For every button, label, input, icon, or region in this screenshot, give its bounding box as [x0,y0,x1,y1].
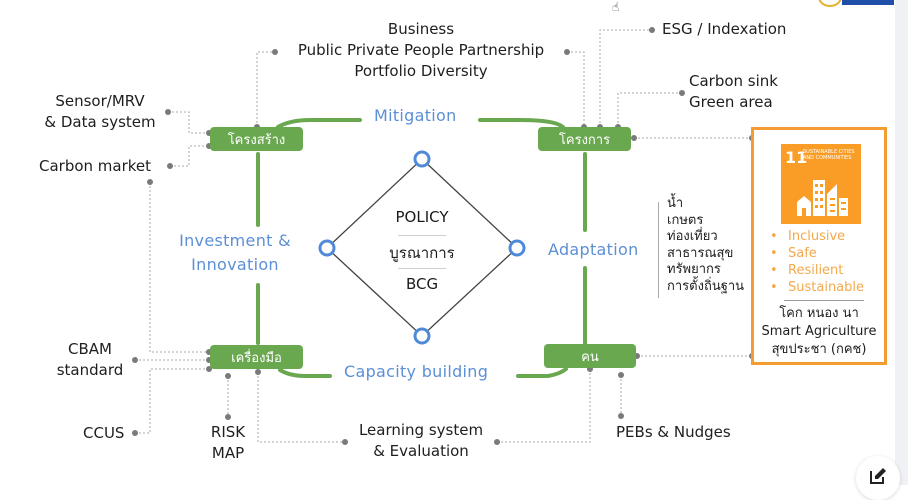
ring-bottom-left [278,368,332,378]
label-cbam: CBAM [68,340,112,358]
label-ppp-partnership: Public Private People Partnership [297,41,545,59]
center-bcg: BCG [405,275,439,293]
sector-resources: ทรัพยากร [667,262,721,277]
label-business-block: Business Public Private People Partnersh… [276,19,566,82]
sector-tourism: ท่องเที่ยว [667,229,718,244]
label-learning-block: Learning system & Evaluation [346,420,496,462]
sector-agriculture: เกษตร [667,212,704,228]
label-carbon-market: Carbon market [39,157,152,175]
label-risk: RISK [210,423,246,441]
label-cbam-block: CBAM standard [50,339,130,381]
quadrant-capacity-building: Capacity building [344,362,489,381]
footer-smart-agriculture: Smart Agriculture [761,324,877,339]
diagram-connectors [132,27,755,445]
center-divider-1 [398,235,446,236]
ring-top-right [478,118,565,129]
label-evaluation: & Evaluation [373,442,469,460]
label-portfolio-diversity: Portfolio Diversity [354,62,488,80]
label-green-area: Green area [689,93,773,111]
sdg-principles-list: Inclusive Safe Resilient Sustainable [770,228,864,296]
adaptation-sectors-list: น้ำ เกษตร ท่องเที่ยว สาธารณสุข ทรัพยากร … [667,196,744,295]
investment-line-2: Innovation [191,255,279,274]
footer-khok-nong-na: โคก หนอง นา [779,306,859,321]
quadrant-investment-innovation: Investment & Innovation [170,230,300,275]
label-map: MAP [211,444,245,462]
ring-bottom-right [516,367,568,378]
sdg-number: 11 [785,148,808,167]
diamond-node-right [508,239,526,257]
organization-logo [818,0,898,7]
center-policy: POLICY [395,208,449,226]
node-structure[interactable]: โครงสร้าง [210,127,303,151]
label-carbon-sink-block: Carbon sink Green area [689,71,778,113]
label-sensor-block: Sensor/MRV & Data system [36,91,164,133]
sector-public-health: สาธารณสุข [667,245,734,261]
quadrant-adaptation: Adaptation [548,240,639,259]
principle-resilient: Resilient [770,262,864,279]
label-sensor-mrv: Sensor/MRV [55,92,145,110]
label-ccus: CCUS [83,424,125,442]
diamond-node-left [318,239,336,257]
principle-inclusive: Inclusive [770,228,864,245]
sdg-11-tile: 11 SUSTAINABLE CITIES AND COMMUNITIES [781,144,861,224]
ring-top-left [276,118,362,129]
principle-safe: Safe [770,245,864,262]
label-business: Business [387,20,455,38]
label-pebs-nudges: PEBs & Nudges [616,423,731,441]
quadrant-mitigation: Mitigation [374,106,457,125]
sdg-caption: SUSTAINABLE CITIES AND COMMUNITIES [803,149,855,161]
label-risk-map-block: RISK MAP [203,422,253,464]
node-tools[interactable]: เครื่องมือ [210,345,303,369]
sector-water: น้ำ [667,196,684,211]
label-esg-indexation: ESG / Indexation [662,20,787,38]
principle-sustainable: Sustainable [770,279,864,296]
city-buildings-icon [797,180,848,216]
diamond-node-bottom [413,327,431,345]
sdg-divider [784,300,864,301]
node-project[interactable]: โครงการ [538,127,631,151]
label-carbon-sink: Carbon sink [689,72,778,90]
center-integration: บูรณาการ [389,244,455,262]
sectors-divider [658,202,659,298]
sdg-11-panel: 11 SUSTAINABLE CITIES AND COMMUNITIES In… [751,127,887,365]
diamond-node-top [413,150,431,168]
sdg-footer: โคก หนอง นา Smart Agriculture สุขประชา (… [754,305,884,359]
label-learning-system: Learning system [358,421,484,439]
footer-suk-pracha: สุขประชา (กคช) [771,342,867,357]
cursor-hand-icon: ☝ [612,0,620,14]
label-standard: standard [56,361,124,379]
label-data-system: & Data system [44,113,156,131]
pencil-edit-icon [870,468,886,484]
edit-button[interactable] [856,456,900,500]
investment-line-1: Investment & [179,231,291,250]
sector-settlement: การตั้งถิ่นฐาน [667,278,745,294]
scrollbar-track [895,0,908,485]
center-divider-2 [398,268,446,269]
node-people[interactable]: คน [544,344,636,368]
